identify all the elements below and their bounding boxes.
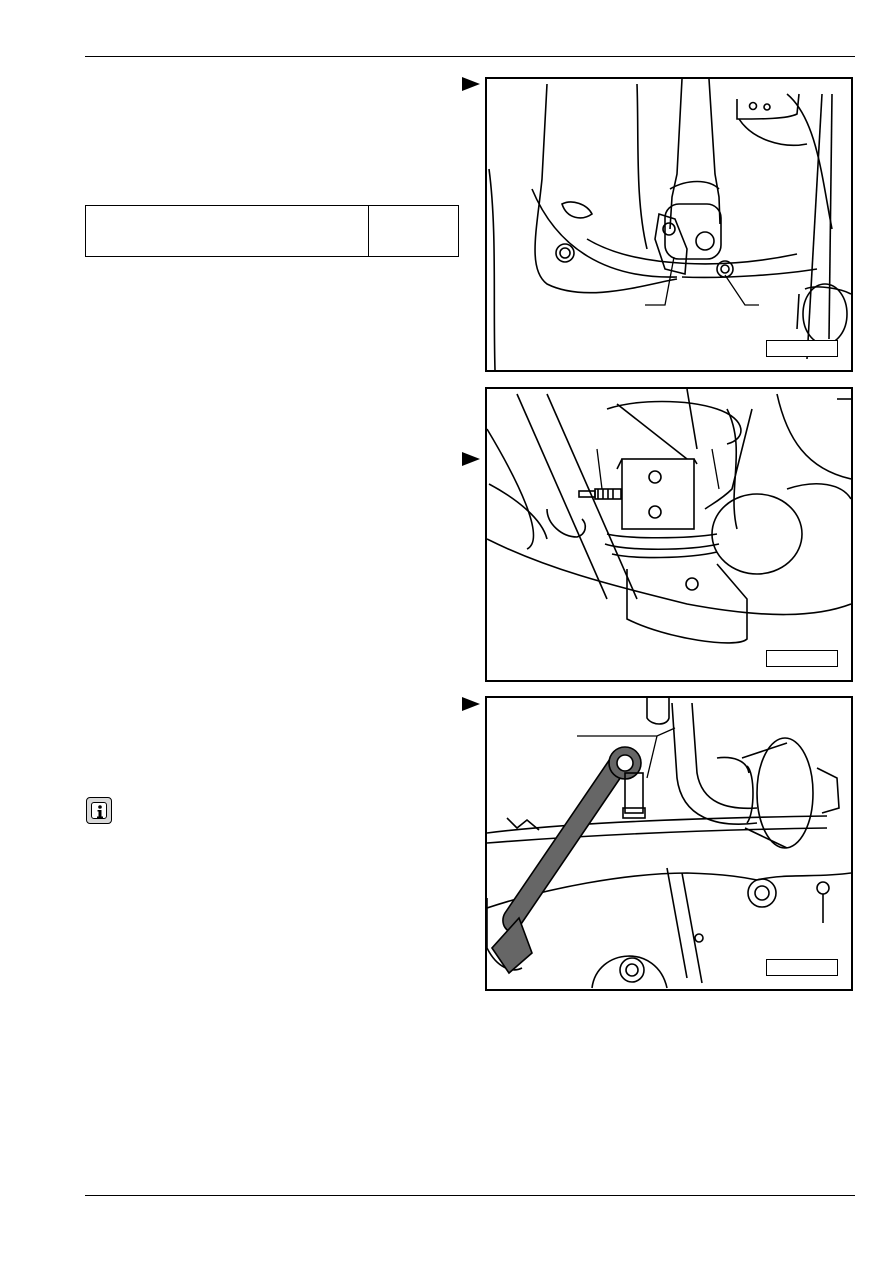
header-rule xyxy=(85,56,855,57)
info-icon xyxy=(86,797,112,824)
figure-code-label xyxy=(766,340,838,357)
arrow-pointer-2 xyxy=(462,452,480,466)
figure-bracket-bolt xyxy=(485,387,853,682)
figure-wrench-exhaust xyxy=(485,696,853,991)
arrow-pointer-1 xyxy=(462,77,480,91)
figure-code-label xyxy=(766,650,838,667)
spec-table xyxy=(85,205,459,257)
spec-cell-description xyxy=(85,205,369,257)
footer-rule xyxy=(85,1195,855,1196)
spec-cell-value xyxy=(368,205,459,257)
figure-code-label xyxy=(766,959,838,976)
figure-steering-joint xyxy=(485,77,853,372)
arrow-pointer-3 xyxy=(462,697,480,711)
